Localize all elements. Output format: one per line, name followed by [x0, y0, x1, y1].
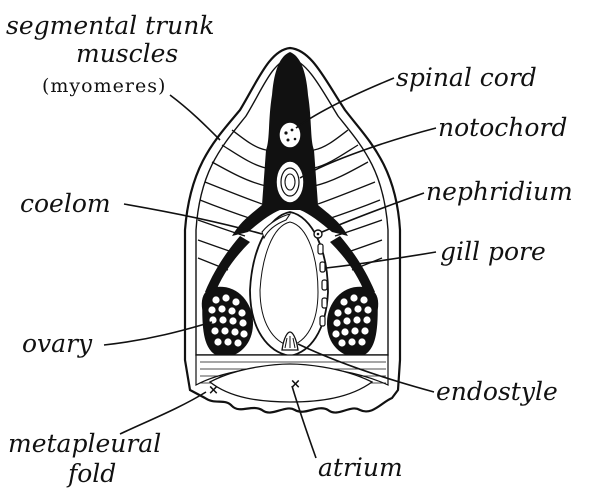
label-nephridium: nephridium [426, 177, 573, 206]
svg-text:×: × [290, 377, 301, 392]
label-metapleural-line1: metapleural [8, 429, 161, 458]
label-endostyle: endostyle [436, 377, 558, 406]
label-spinal-cord: spinal cord [396, 63, 537, 92]
leader-muscles [170, 95, 220, 140]
notochord [276, 161, 304, 203]
label-muscles-line3: (myomeres) [42, 75, 166, 97]
label-atrium: atrium [318, 453, 403, 482]
label-muscles-line2: muscles [76, 39, 178, 68]
label-ovary: ovary [22, 329, 93, 358]
nephridium [314, 230, 322, 238]
label-metapleural-line2: fold [66, 459, 116, 488]
svg-text:×: × [208, 383, 219, 398]
label-muscles-line1: segmental trunk [6, 11, 214, 40]
label-coelom: coelom [20, 189, 111, 218]
label-notochord: notochord [438, 113, 567, 142]
label-gill-pore: gill pore [440, 237, 546, 266]
leader-metapleural [120, 392, 206, 434]
